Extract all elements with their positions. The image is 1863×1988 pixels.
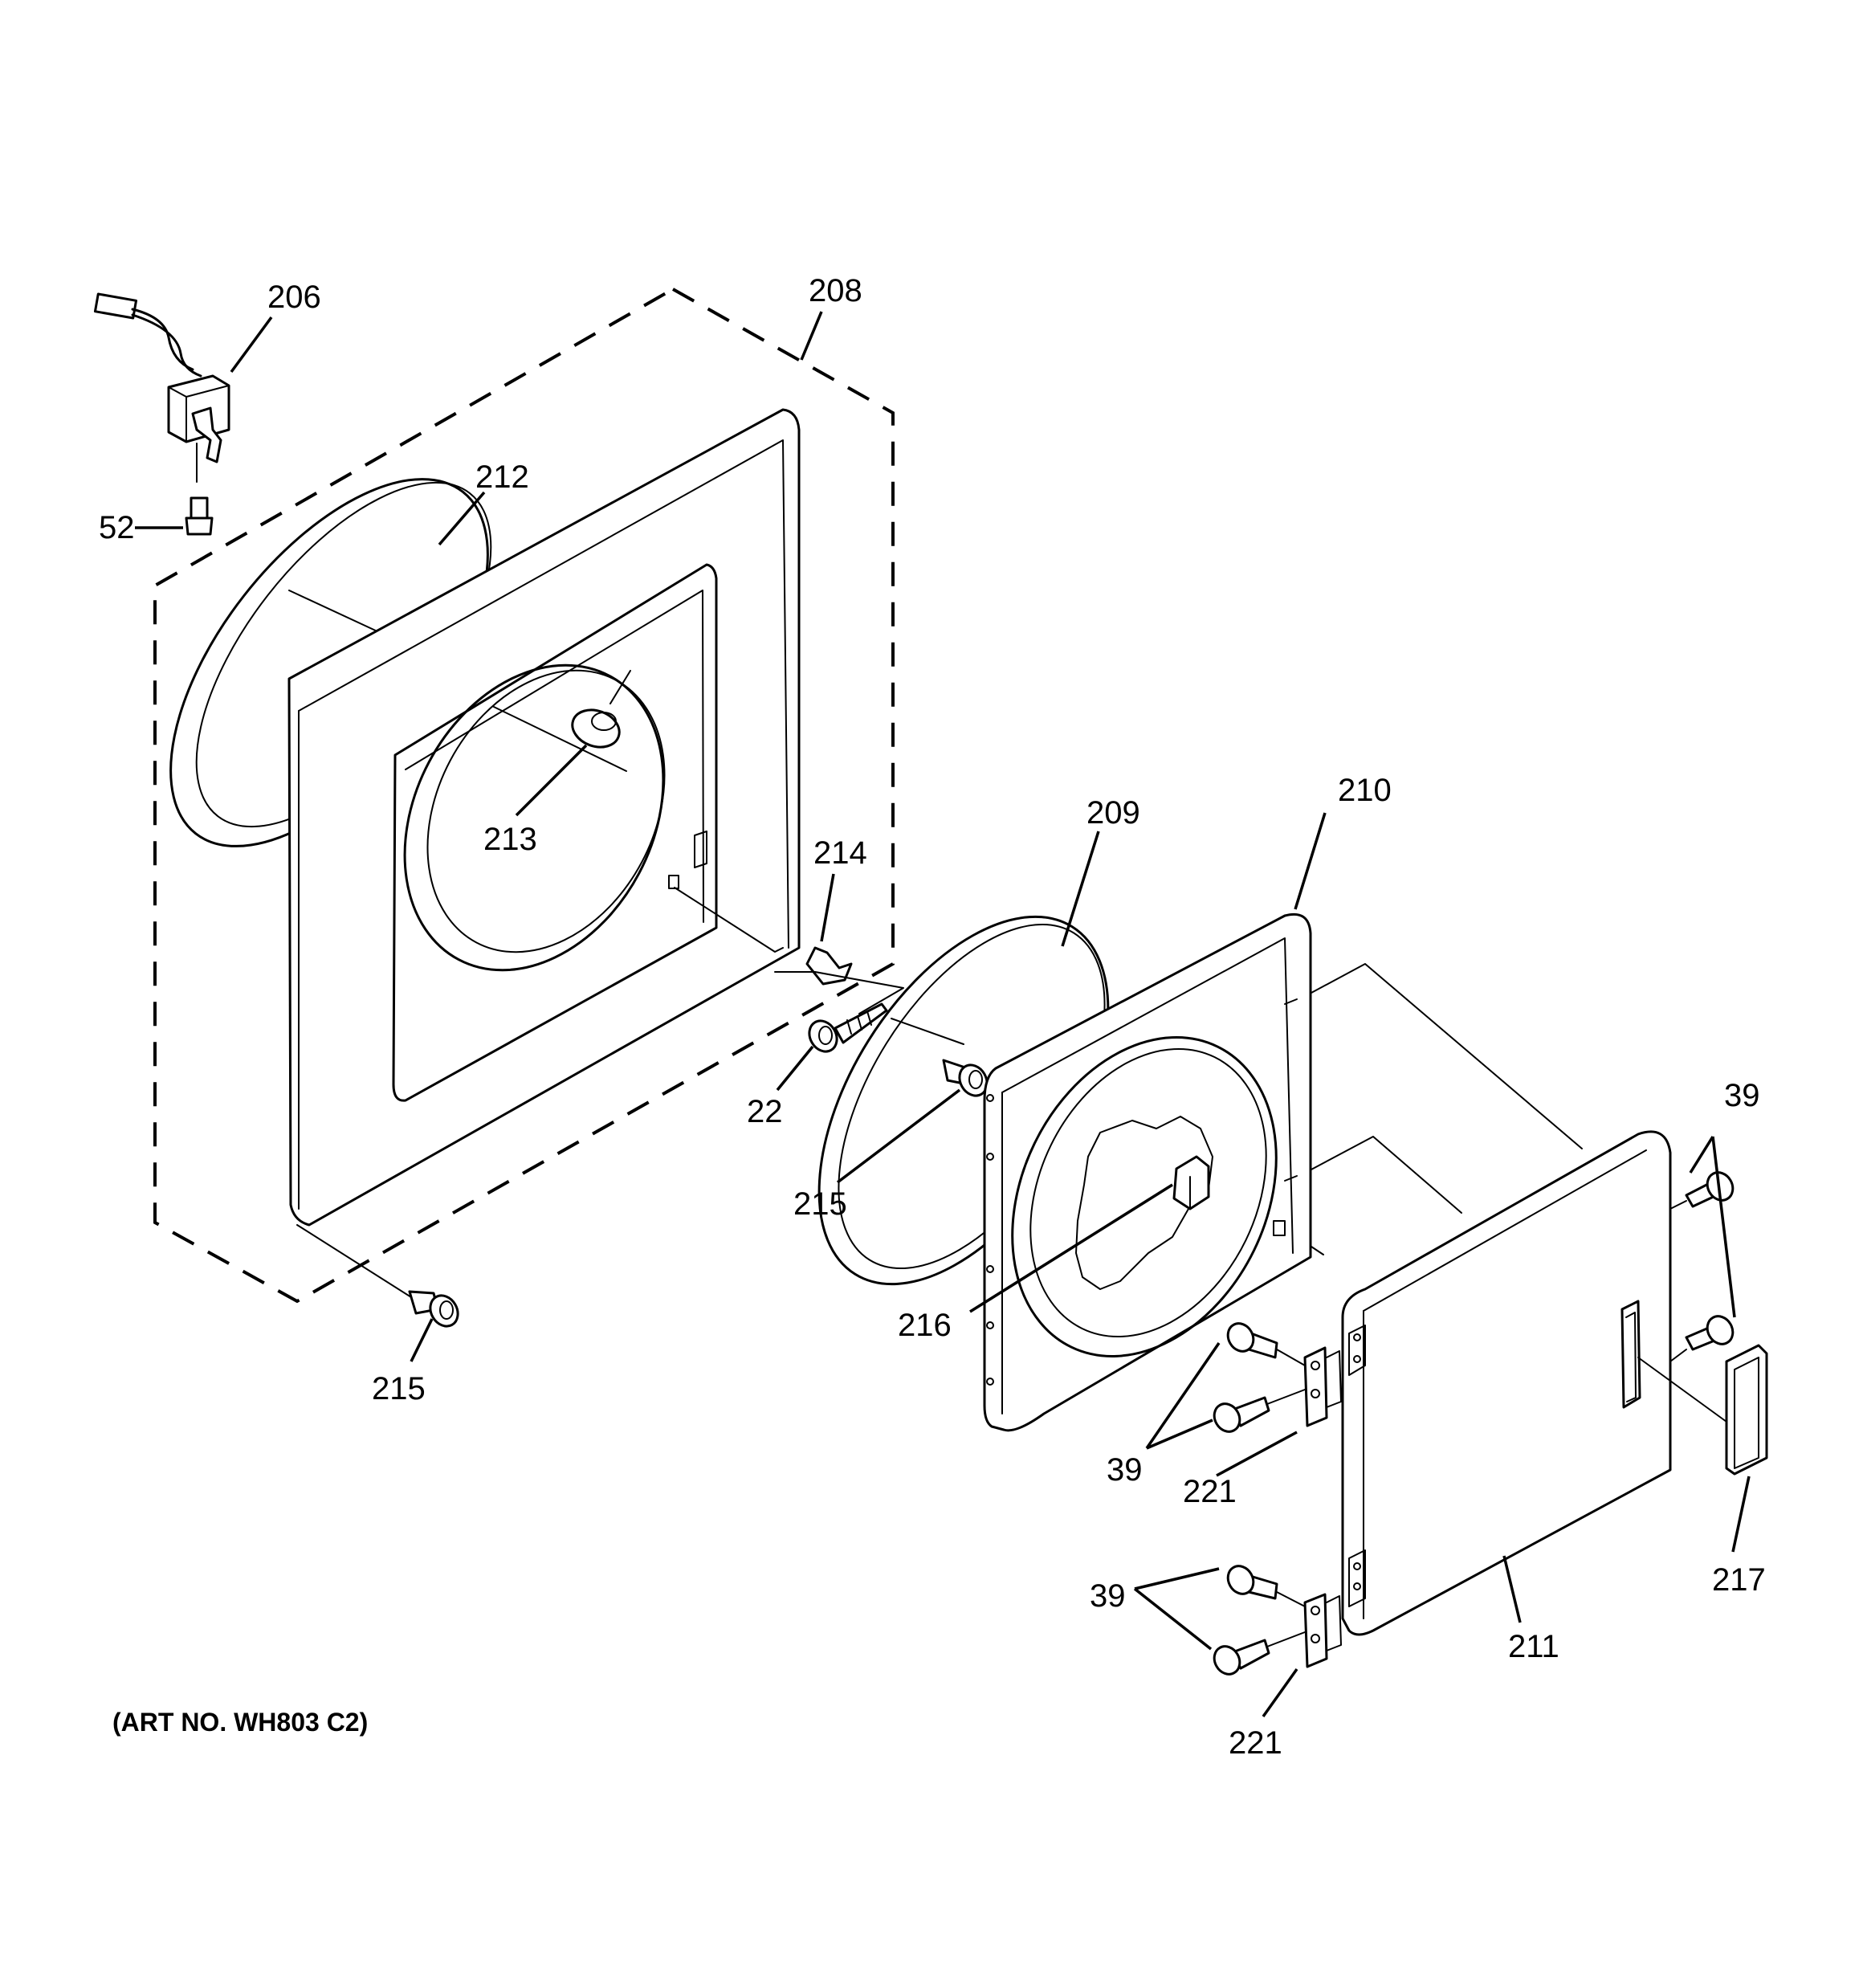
screw-39-hinge-4	[1213, 1631, 1306, 1676]
callout-labels: 206 208 212 52 213 214 209 210 22 215 21…	[99, 273, 1766, 1761]
screw-39-hinge-1	[1226, 1322, 1306, 1366]
callout-212: 212	[475, 459, 529, 495]
callout-221-upper: 221	[1183, 1474, 1237, 1509]
callout-52: 52	[99, 510, 135, 545]
art-number: (ART NO. WH803 C2)	[112, 1708, 368, 1737]
screw-39-hinge-2	[1213, 1389, 1306, 1433]
door-switch-206	[93, 292, 230, 483]
screw-39-handle-1	[1669, 1171, 1735, 1210]
assembly-208-outline	[153, 288, 895, 1304]
screw-215-upper	[942, 1059, 989, 1097]
callout-221-lower: 221	[1229, 1725, 1282, 1761]
door-inner-panel-210	[983, 912, 1312, 1432]
outer-door-211	[1341, 1130, 1672, 1636]
callout-39-upper-hinge: 39	[1107, 1452, 1143, 1488]
hinge-221-upper	[1303, 1346, 1342, 1427]
callout-217: 217	[1712, 1562, 1766, 1598]
assembly-guide-lines	[1311, 963, 1583, 1255]
callout-209: 209	[1086, 795, 1140, 831]
leader-lines	[135, 311, 1751, 1718]
callout-215-upper: 215	[793, 1186, 847, 1222]
callout-215-lower: 215	[372, 1371, 426, 1406]
door-strike-214	[674, 887, 904, 1014]
callout-208: 208	[809, 273, 862, 308]
callout-22: 22	[747, 1094, 783, 1129]
door-handle-217	[1637, 1344, 1768, 1476]
callout-213: 213	[483, 822, 537, 857]
callout-216: 216	[898, 1308, 952, 1343]
screw-39-handle-2	[1669, 1315, 1735, 1362]
callout-39-lower-hinge: 39	[1090, 1578, 1126, 1614]
callout-211: 211	[1508, 1629, 1559, 1664]
callout-39-handle: 39	[1724, 1078, 1760, 1113]
callout-214: 214	[813, 835, 867, 871]
screw-22	[808, 1002, 888, 1053]
screw-39-hinge-3	[1226, 1565, 1306, 1607]
front-panel	[287, 408, 801, 1227]
callout-206: 206	[267, 280, 321, 315]
screw-215-lower	[296, 1224, 459, 1328]
screw-52	[185, 496, 214, 536]
hinge-221-lower	[1303, 1593, 1342, 1668]
callout-210: 210	[1338, 773, 1392, 808]
